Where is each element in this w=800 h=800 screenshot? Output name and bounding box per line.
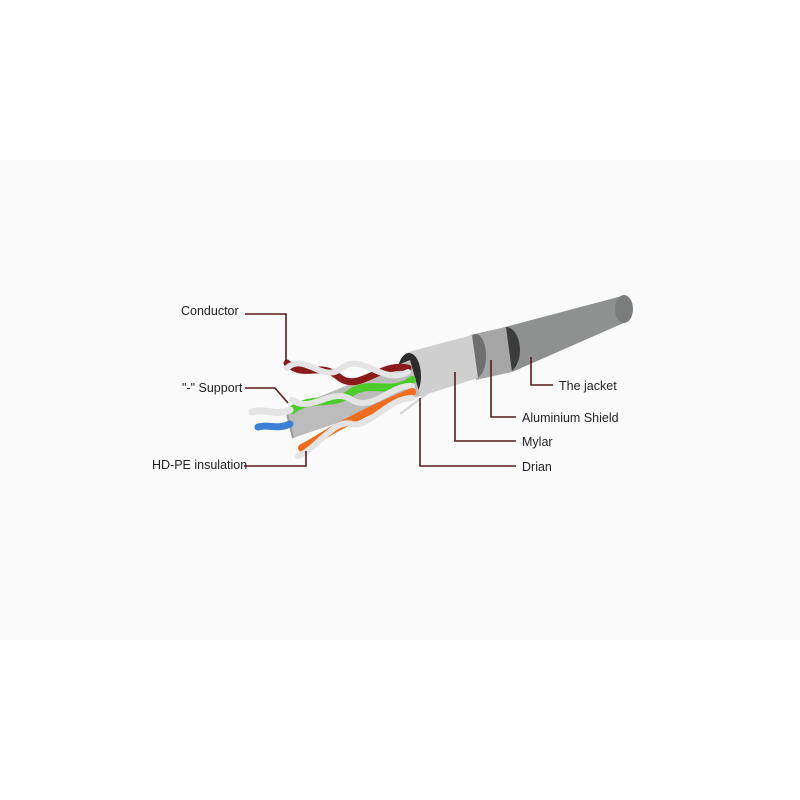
blue-wire xyxy=(254,420,294,431)
blue-white-wire xyxy=(248,406,294,416)
leader-jacket xyxy=(530,357,553,386)
mylar-wrap xyxy=(405,335,478,398)
label-mylar: Mylar xyxy=(522,435,553,449)
label-jacket: The jacket xyxy=(559,379,617,393)
jacket-end-cap xyxy=(615,295,633,323)
leader-mylar xyxy=(454,372,516,442)
green-white-wire xyxy=(289,382,415,408)
cable-jacket xyxy=(505,296,630,372)
label-shield: Aluminium Shield xyxy=(522,411,619,425)
label-drain: Drian xyxy=(522,460,552,474)
leader-support xyxy=(245,387,289,404)
leader-shield xyxy=(490,360,516,418)
label-insulation: HD-PE insulation xyxy=(152,458,248,472)
brown-wire xyxy=(283,359,412,386)
orange-white-wire xyxy=(295,395,415,459)
leader-conductor xyxy=(245,313,287,361)
label-support: "-" Support xyxy=(182,381,243,395)
leader-drain xyxy=(419,398,516,467)
brown-white-wire xyxy=(284,360,411,379)
label-conductor: Conductor xyxy=(181,304,239,318)
leader-insulation xyxy=(244,451,307,467)
